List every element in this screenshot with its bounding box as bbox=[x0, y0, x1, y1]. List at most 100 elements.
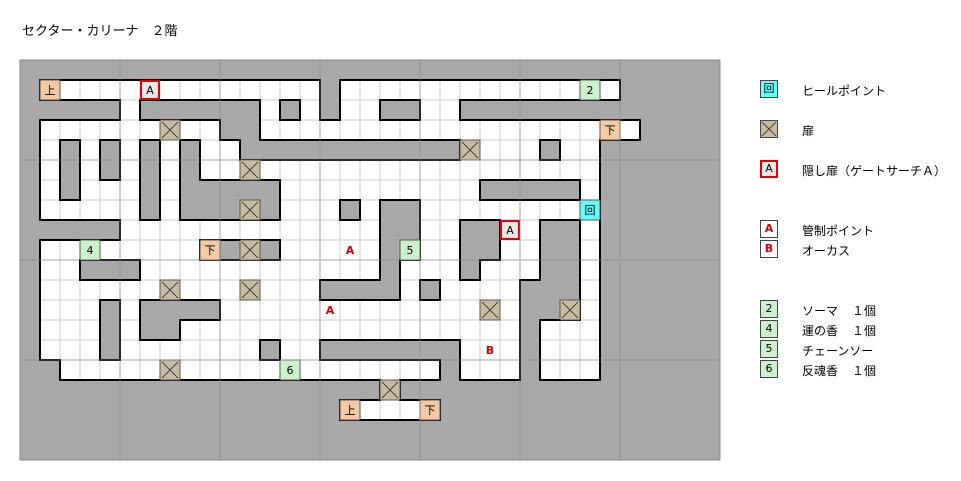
item-tile bbox=[579, 79, 601, 101]
floor-tile bbox=[219, 339, 241, 361]
floor-tile bbox=[119, 359, 141, 381]
floor-tile bbox=[439, 159, 461, 181]
floor-tile bbox=[459, 179, 481, 201]
marker-a: A bbox=[346, 244, 355, 257]
floor-tile bbox=[419, 239, 441, 261]
floor-tile bbox=[339, 259, 361, 281]
floor-tile bbox=[379, 399, 401, 421]
floor-tile bbox=[359, 259, 381, 281]
floor-tile bbox=[119, 239, 141, 261]
floor-tile bbox=[119, 79, 141, 101]
item-name: 運の香 bbox=[802, 324, 839, 338]
floor-tile bbox=[319, 259, 341, 281]
floor-tile bbox=[559, 359, 581, 381]
floor-tile bbox=[179, 239, 201, 261]
floor-tile bbox=[479, 159, 501, 181]
floor-tile bbox=[319, 239, 341, 261]
floor-tile bbox=[99, 359, 121, 381]
floor-tile bbox=[279, 179, 301, 201]
floor-tile bbox=[219, 159, 241, 181]
floor-tile bbox=[259, 299, 281, 321]
floor-tile bbox=[239, 259, 261, 281]
floor-tile bbox=[439, 179, 461, 201]
floor-tile bbox=[199, 159, 221, 181]
floor-tile bbox=[279, 299, 301, 321]
floor-tile bbox=[559, 199, 581, 221]
floor-tile bbox=[219, 139, 241, 161]
floor-tile bbox=[539, 359, 561, 381]
floor-tile bbox=[399, 119, 421, 141]
floor-tile bbox=[419, 259, 441, 281]
floor-tile bbox=[499, 199, 521, 221]
floor-tile bbox=[379, 359, 401, 381]
floor-tile bbox=[459, 359, 481, 381]
floor-tile bbox=[79, 319, 101, 341]
floor-tile bbox=[499, 139, 521, 161]
floor-tile bbox=[419, 359, 441, 381]
floor-tile bbox=[259, 259, 281, 281]
floor-tile bbox=[339, 319, 361, 341]
floor-tile bbox=[39, 199, 61, 221]
floor-tile bbox=[219, 319, 241, 341]
floor-tile bbox=[259, 279, 281, 301]
item-name: ソーマ bbox=[802, 304, 839, 318]
floor-tile bbox=[579, 219, 601, 241]
floor-tile bbox=[459, 299, 481, 321]
floor-tile bbox=[419, 99, 441, 121]
floor-tile bbox=[59, 259, 81, 281]
floor-tile bbox=[519, 199, 541, 221]
floor-tile bbox=[579, 119, 601, 141]
floor-tile bbox=[99, 199, 121, 221]
item-qty: １個 bbox=[852, 304, 877, 318]
floor-tile bbox=[299, 219, 321, 241]
floor-tile bbox=[399, 299, 421, 321]
floor-tile bbox=[319, 219, 341, 241]
floor-tile bbox=[79, 139, 101, 161]
floor-tile bbox=[319, 159, 341, 181]
door-cross bbox=[161, 281, 179, 299]
floor-tile bbox=[459, 319, 481, 341]
floor-tile bbox=[419, 159, 441, 181]
floor-tile bbox=[299, 79, 321, 101]
floor-tile bbox=[559, 339, 581, 361]
floor-tile bbox=[459, 79, 481, 101]
heal-point-icon bbox=[579, 199, 601, 221]
door-cross bbox=[481, 301, 499, 319]
floor-tile bbox=[159, 239, 181, 261]
floor-tile bbox=[339, 79, 361, 101]
floor-tile bbox=[319, 199, 341, 221]
floor-tile bbox=[119, 99, 141, 121]
floor-tile bbox=[199, 79, 221, 101]
floor-tile bbox=[279, 159, 301, 181]
floor-tile bbox=[519, 159, 541, 181]
map-border bbox=[19, 59, 721, 461]
heal-point-label: 回 bbox=[585, 204, 596, 217]
floor-tile bbox=[199, 339, 221, 361]
floor-tile bbox=[299, 359, 321, 381]
floor-tile bbox=[579, 159, 601, 181]
door-cross bbox=[241, 201, 259, 219]
floor-tile bbox=[399, 159, 421, 181]
item-number: 5 bbox=[407, 244, 414, 257]
floor-tile bbox=[519, 139, 541, 161]
heal-point-icon: 回 bbox=[760, 80, 778, 98]
legend-door: 扉 bbox=[760, 120, 960, 140]
floor-tile bbox=[139, 259, 161, 281]
legend-heal: 回 ヒールポイント bbox=[760, 80, 960, 100]
floor-tile bbox=[299, 159, 321, 181]
floor-tile bbox=[39, 319, 61, 341]
floor-tile bbox=[519, 239, 541, 261]
floor-tile bbox=[59, 199, 81, 221]
floor-tile bbox=[79, 179, 101, 201]
floor-tile bbox=[219, 279, 241, 301]
floor-tile bbox=[159, 219, 181, 241]
floor-tile bbox=[359, 199, 381, 221]
floor-tile bbox=[339, 359, 361, 381]
floor-tile bbox=[219, 299, 241, 321]
floor-tile bbox=[119, 119, 141, 141]
floor-tile bbox=[199, 119, 221, 141]
stairs-up bbox=[39, 79, 61, 101]
floor-tile bbox=[319, 179, 341, 201]
floor-tile bbox=[359, 79, 381, 101]
